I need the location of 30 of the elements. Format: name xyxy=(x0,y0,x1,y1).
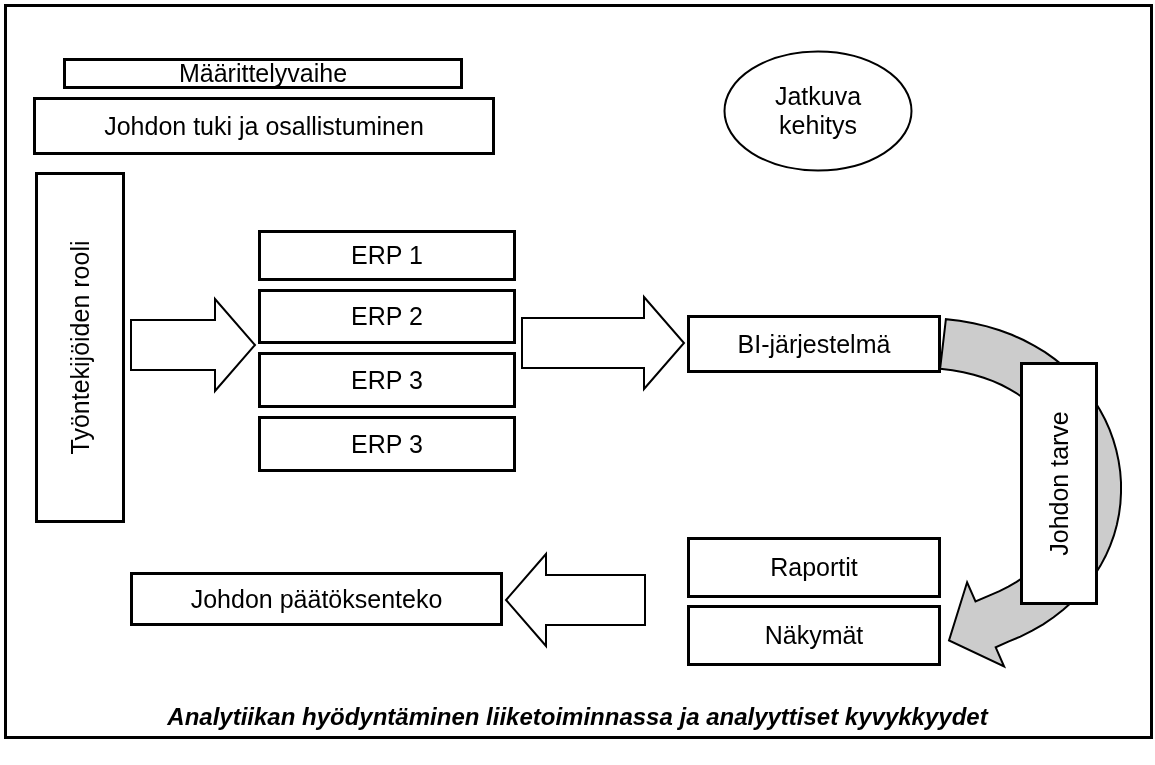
node-label: ERP 3 xyxy=(351,429,423,459)
process-box xyxy=(687,537,941,598)
process-box xyxy=(258,289,516,344)
process-box xyxy=(258,230,516,281)
block-arrow xyxy=(130,296,257,394)
node-label: Johdon tuki ja osallistuminen xyxy=(104,111,424,141)
node-label: Johdon tarve xyxy=(1044,411,1074,556)
process-box xyxy=(33,97,495,155)
process-box xyxy=(35,172,125,523)
node-label: ERP 2 xyxy=(351,302,423,331)
node-label: Raportit xyxy=(770,553,858,582)
block-arrow xyxy=(521,294,686,392)
node-label: ERP 1 xyxy=(351,241,423,270)
node-label: BI-järjestelmä xyxy=(737,329,891,359)
node-label: Näkymät xyxy=(764,621,864,650)
process-box xyxy=(130,572,503,626)
process-box xyxy=(63,58,463,89)
block-arrow xyxy=(504,551,646,649)
node-label: Työntekijöiden rooli xyxy=(65,240,95,455)
ellipse-node xyxy=(723,50,913,172)
node-label: Johdon päätöksenteko xyxy=(190,584,443,614)
caption: Analytiikan hyödyntäminen liiketoiminnassa ja analyyttiset kyvykkyydet xyxy=(166,703,990,731)
process-box xyxy=(687,315,941,373)
node-label: ERP 3 xyxy=(351,365,423,395)
process-box xyxy=(258,352,516,408)
process-box xyxy=(258,416,516,472)
process-box xyxy=(687,605,941,666)
process-box xyxy=(1020,362,1098,605)
node-label: Määrittelyvaihe xyxy=(178,59,348,88)
node-label: Jatkuva kehitys xyxy=(773,82,863,140)
